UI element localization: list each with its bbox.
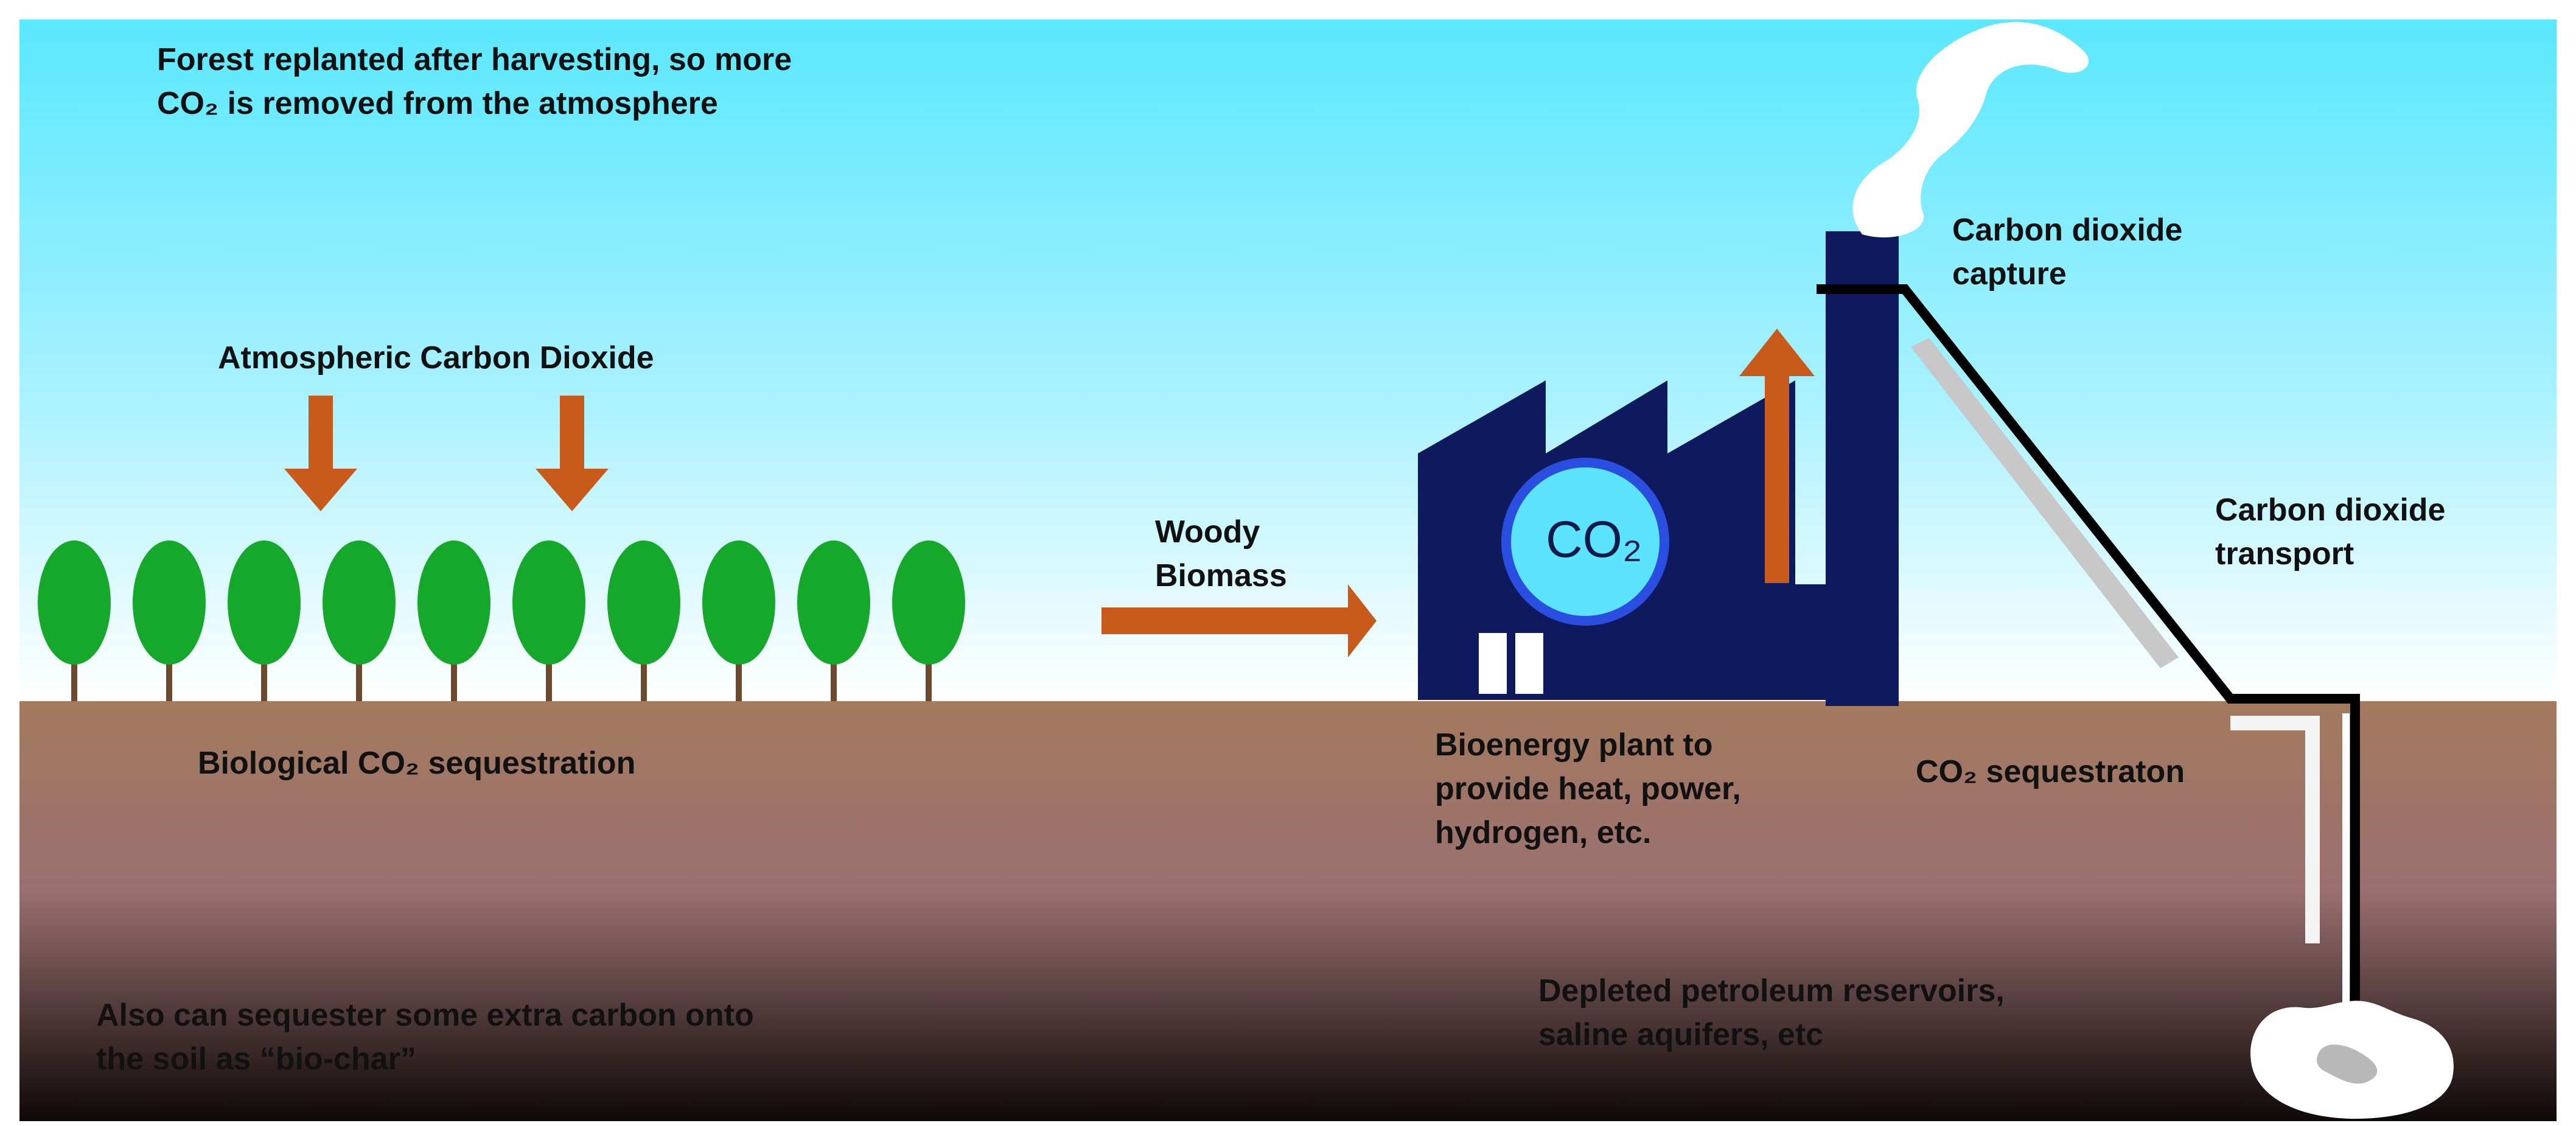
co2-sequestration-label: CO₂ sequestraton <box>1916 754 2185 789</box>
reservoir-label: Depleted petroleum reservoirs, saline aq… <box>1538 973 2005 1052</box>
factory-icon <box>1418 231 1899 706</box>
sequestration-well <box>2230 716 2320 943</box>
arrow-icon <box>1101 584 1377 657</box>
woody-biomass-label: Woody Biomass <box>1155 514 1287 593</box>
atmospheric-co2-label: Atmospheric Carbon Dioxide <box>218 340 654 376</box>
arrow-icon <box>284 396 357 511</box>
tree-icon <box>892 540 965 701</box>
tree-icon <box>417 540 490 701</box>
co2-capture-label: Carbon dioxide capture <box>1952 212 2183 292</box>
tree-icon <box>607 540 680 701</box>
tree-icon <box>133 540 206 701</box>
biochar-label: Also can sequester some extra carbon ont… <box>96 998 754 1077</box>
tree-icon <box>512 540 585 701</box>
tree-icon <box>323 540 396 701</box>
tree-icon <box>797 540 870 701</box>
reservoir-icon <box>2250 1001 2454 1119</box>
tree-icon <box>228 540 301 701</box>
transport-shade <box>1911 338 2179 668</box>
smoke-icon <box>1852 22 2089 238</box>
soil-background <box>19 701 2557 1121</box>
tree-icon <box>38 540 111 701</box>
factory-co2-text: CO₂ <box>1546 511 1642 568</box>
forest-replanted-label: Forest replanted after harvesting, so mo… <box>157 42 792 121</box>
bioenergy-plant-label: Bioenergy plant to provide heat, power, … <box>1435 727 1741 850</box>
arrow-icon <box>1739 329 1815 583</box>
arrow-icon <box>536 396 609 511</box>
tree-row <box>38 540 965 701</box>
co2-transport-label: Carbon dioxide transport <box>2215 492 2446 572</box>
pipeline-icon <box>1817 284 2360 1044</box>
biological-sequestration-label: Biological CO₂ sequestration <box>198 746 636 781</box>
tree-icon <box>702 540 775 701</box>
